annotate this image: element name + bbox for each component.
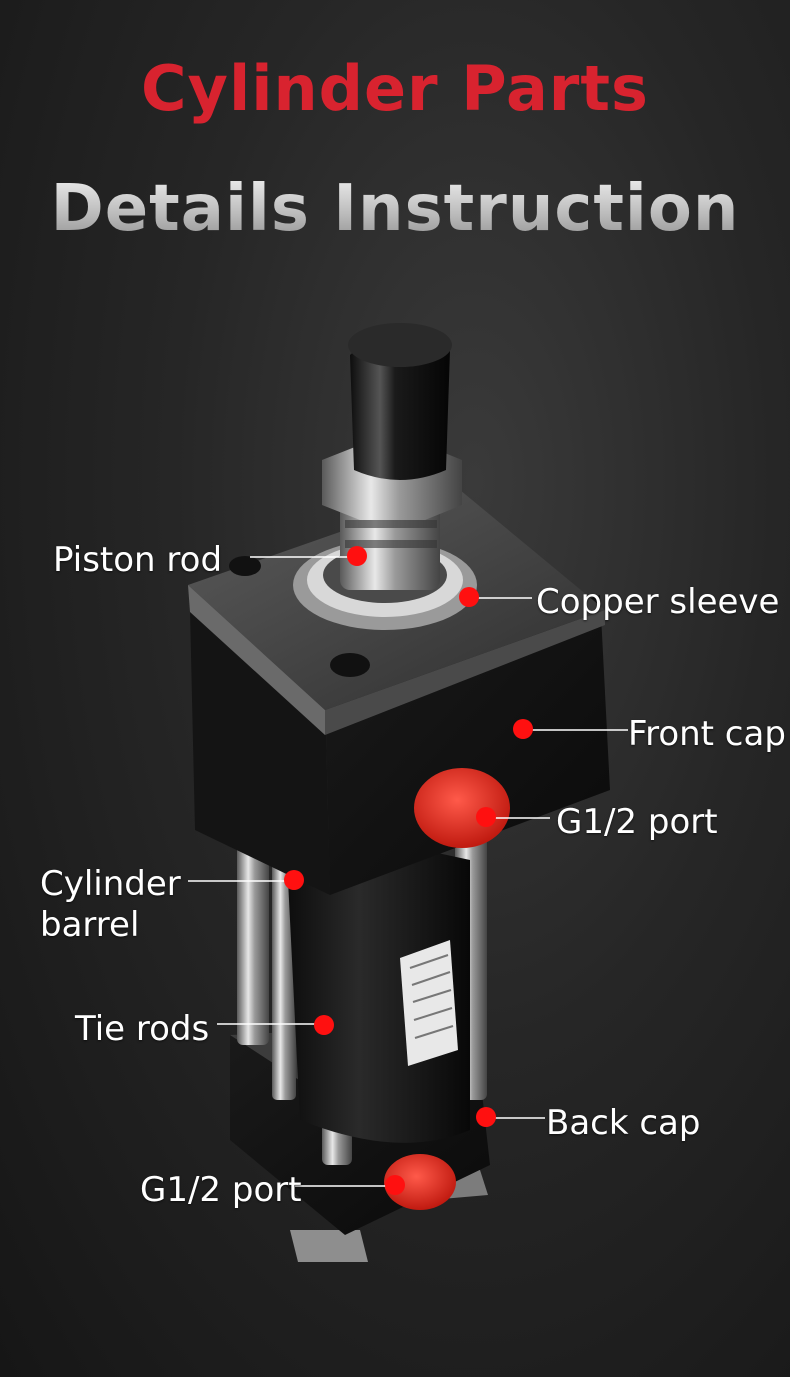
marker-tie-rods [314, 1015, 334, 1035]
marker-port-upper [476, 807, 496, 827]
marker-copper-sleeve [459, 587, 479, 607]
title-details-instruction: Details Instruction [0, 172, 790, 246]
marker-port-lower [385, 1175, 405, 1195]
label-copper-sleeve: Copper sleeve [536, 582, 780, 622]
marker-piston-rod [347, 546, 367, 566]
label-cylinder-barrel: Cylinder barrel [40, 864, 181, 946]
label-front-cap: Front cap [628, 714, 786, 754]
label-piston-rod: Piston rod [53, 540, 223, 580]
label-tie-rods: Tie rods [75, 1009, 210, 1049]
label-port-lower: G1/2 port [140, 1170, 302, 1210]
marker-back-cap [476, 1107, 496, 1127]
label-back-cap: Back cap [546, 1103, 701, 1143]
title-cylinder-parts: Cylinder Parts [141, 52, 649, 125]
marker-front-cap [513, 719, 533, 739]
label-port-upper: G1/2 port [556, 802, 718, 842]
label-cylinder-barrel-line2: barrel [40, 904, 140, 945]
marker-cylinder-barrel [284, 870, 304, 890]
label-cylinder-barrel-line1: Cylinder [40, 864, 181, 904]
